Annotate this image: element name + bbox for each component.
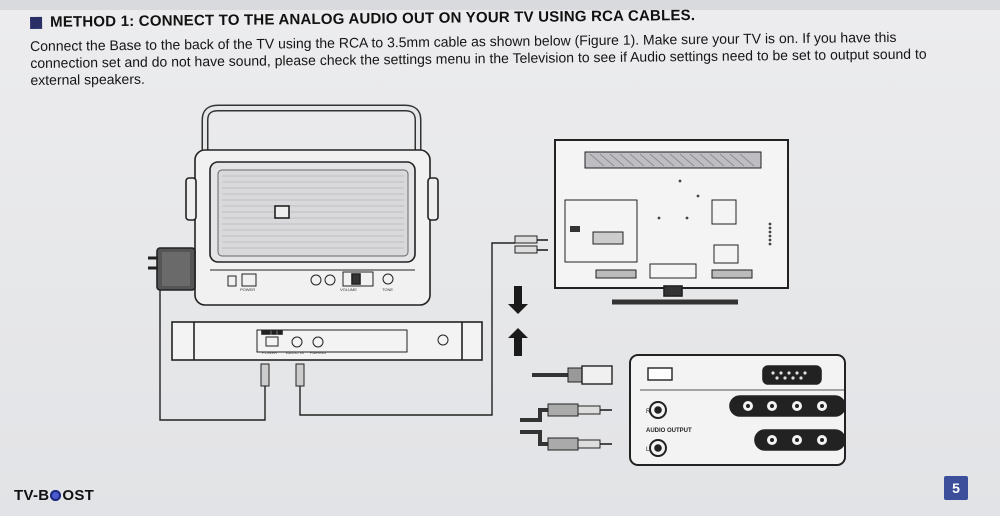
tv-r-label: R xyxy=(646,409,651,415)
brand-o-icon xyxy=(50,490,62,501)
base-unit xyxy=(171,321,483,361)
top-strip xyxy=(0,0,1000,10)
brand-prefix: TV-B xyxy=(14,487,50,504)
brand-suffix: OST xyxy=(62,487,95,504)
base-audio-in-label: AUDIO IN xyxy=(286,350,304,355)
rca-plugs-icon xyxy=(514,235,548,254)
usb-cable-icon xyxy=(532,365,613,385)
tv-rear-panel xyxy=(629,354,846,466)
up-down-arrows-icon xyxy=(508,286,528,356)
speaker-tone-label: TONE xyxy=(382,287,393,292)
power-adapter-icon xyxy=(148,247,196,291)
television xyxy=(554,139,789,305)
base-pairing-label: PAIRING xyxy=(310,350,326,355)
rca-cable-icon xyxy=(520,403,612,451)
speaker-handle xyxy=(201,104,422,150)
page-number: 5 xyxy=(944,476,968,500)
speaker-power-label: POWER xyxy=(240,287,255,292)
speaker-unit xyxy=(185,149,439,306)
tv-l-label: L xyxy=(646,447,650,453)
speaker-volume-label: VOLUME xyxy=(340,287,357,292)
tv-audio-output-label: AUDIO OUTPUT xyxy=(646,428,692,434)
brand-logo: TV-B OST xyxy=(14,487,94,504)
base-power-label: POWER xyxy=(262,350,277,355)
